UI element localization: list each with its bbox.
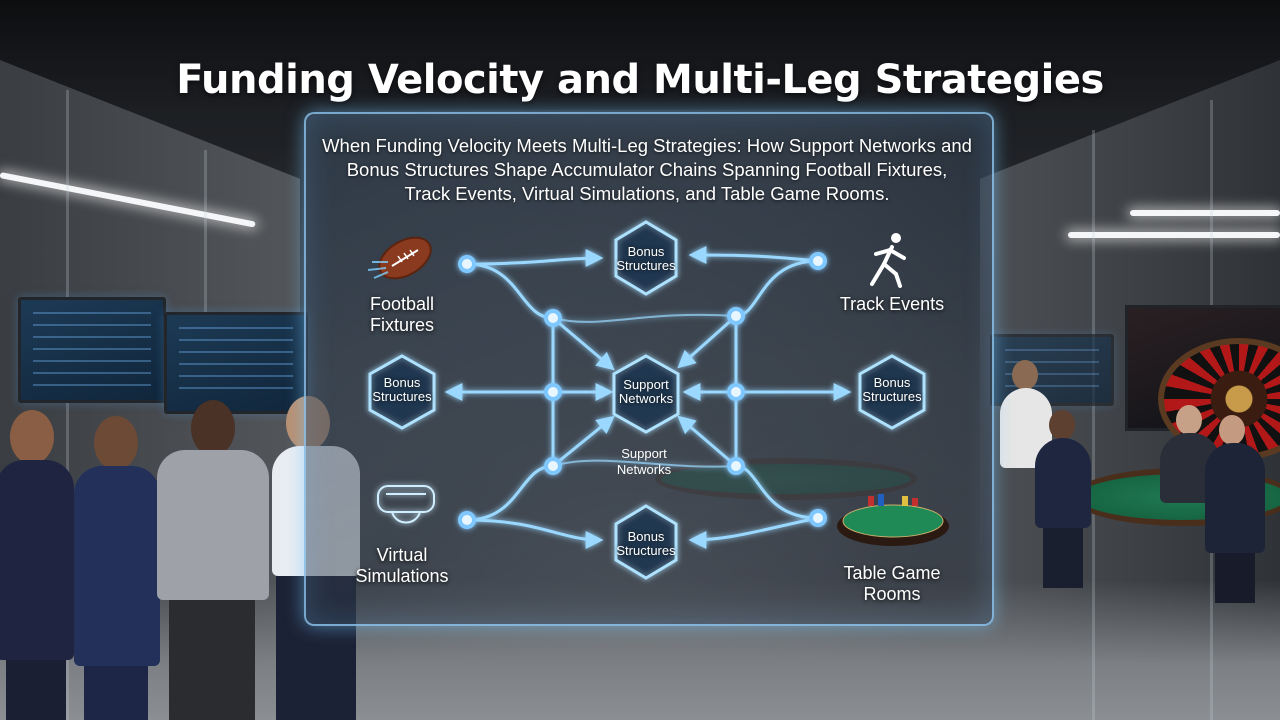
node-dot bbox=[727, 457, 745, 475]
category-track: Track Events bbox=[839, 294, 945, 314]
connector bbox=[466, 518, 604, 549]
connector bbox=[552, 459, 737, 468]
category-virtual: Virtual Simulations bbox=[355, 545, 449, 586]
node-dot bbox=[458, 511, 476, 529]
connector bbox=[735, 259, 819, 318]
node-dot bbox=[544, 309, 562, 327]
node-dot bbox=[809, 252, 827, 270]
node-dot bbox=[727, 383, 745, 401]
connector bbox=[688, 516, 819, 549]
node-dot bbox=[809, 509, 827, 527]
wall-monitor bbox=[164, 312, 308, 414]
glass-divider bbox=[1092, 130, 1095, 720]
hex-label-left: Bonus Structures bbox=[372, 375, 432, 404]
category-table: Table Game Rooms bbox=[843, 563, 941, 604]
node-dot bbox=[544, 383, 562, 401]
connector bbox=[552, 316, 615, 371]
connector bbox=[466, 262, 554, 320]
hex-bonus-top bbox=[614, 220, 678, 296]
hex-support-center bbox=[612, 354, 680, 434]
hex-label-top: Bonus Structures bbox=[616, 244, 676, 273]
hex-label-bottom: Bonus Structures bbox=[616, 529, 676, 558]
connector bbox=[735, 464, 819, 520]
hex-bonus-right bbox=[858, 354, 926, 430]
connector bbox=[677, 314, 737, 369]
hex-label-right: Bonus Structures bbox=[862, 375, 922, 404]
connector bbox=[677, 415, 737, 468]
node-dot bbox=[458, 255, 476, 273]
connector bbox=[552, 415, 615, 468]
connector bbox=[688, 246, 819, 265]
wall-monitor bbox=[18, 297, 166, 403]
glass-divider bbox=[66, 90, 69, 720]
hex-bonus-left bbox=[368, 354, 436, 430]
ceiling-light-right-1 bbox=[1130, 210, 1280, 216]
vr-headset-icon bbox=[377, 485, 435, 524]
card-table-icon bbox=[837, 494, 949, 546]
hex-bonus-bottom bbox=[614, 504, 678, 580]
panel-subtitle: When Funding Velocity Meets Multi-Leg St… bbox=[322, 135, 972, 204]
hex-label-center: Support Networks bbox=[618, 377, 674, 406]
ceiling bbox=[0, 0, 1280, 110]
football-icon bbox=[367, 236, 432, 280]
connector bbox=[466, 464, 554, 522]
connector bbox=[552, 313, 737, 323]
ceiling-light-right-2 bbox=[1068, 232, 1280, 238]
runner-icon bbox=[870, 233, 906, 288]
category-football: Football Fixtures bbox=[369, 294, 435, 335]
node-dot bbox=[544, 457, 562, 475]
page-title: Funding Velocity and Multi-Leg Strategie… bbox=[176, 56, 1104, 103]
connector bbox=[466, 249, 604, 268]
center-caption: Support Networks bbox=[616, 446, 672, 477]
node-dot bbox=[727, 307, 745, 325]
